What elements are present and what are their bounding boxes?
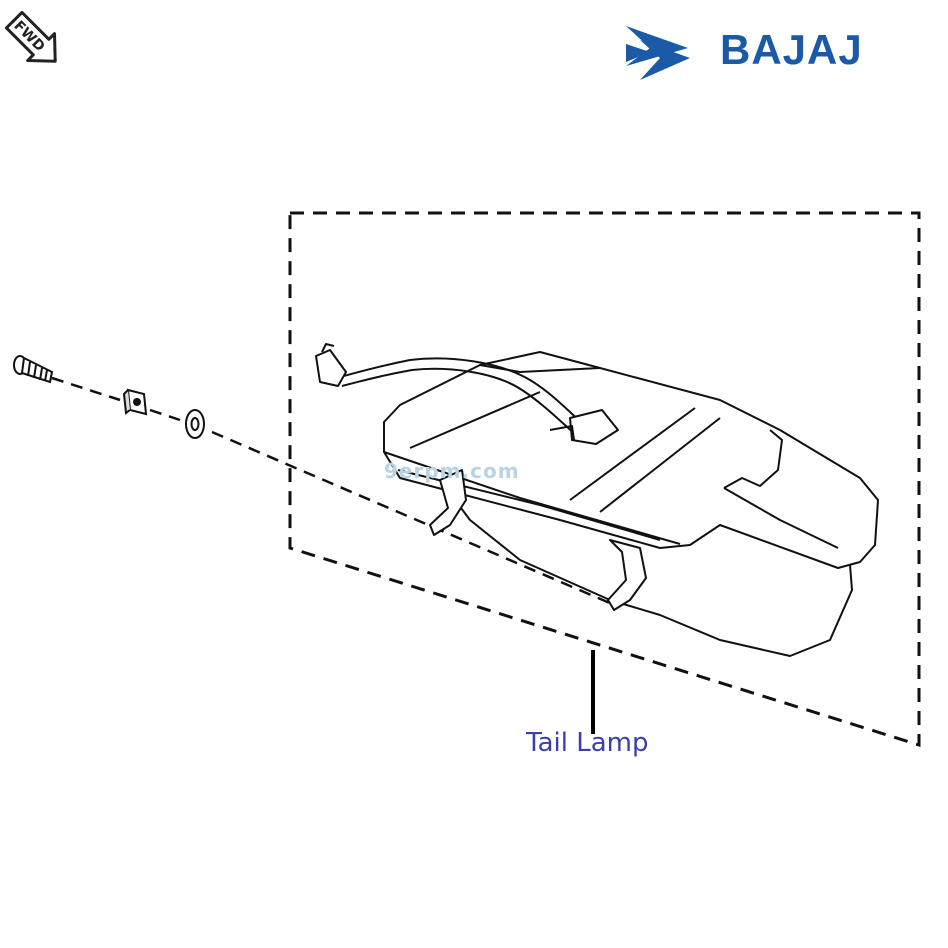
brand-name: BAJAJ — [720, 26, 863, 73]
watermark-text: 9erpm.com — [384, 459, 520, 483]
washer-icon — [185, 409, 205, 439]
nut-icon — [122, 388, 148, 416]
screw-icon — [13, 355, 54, 384]
assembly-outline — [288, 211, 921, 748]
tail-lamp-icon — [315, 343, 879, 657]
tail-lamp-label: Tail Lamp — [526, 728, 649, 758]
bajaj-logo-icon — [626, 26, 690, 80]
forward-arrow-icon: FWD — [4, 10, 57, 63]
assembly-axis — [51, 376, 613, 606]
